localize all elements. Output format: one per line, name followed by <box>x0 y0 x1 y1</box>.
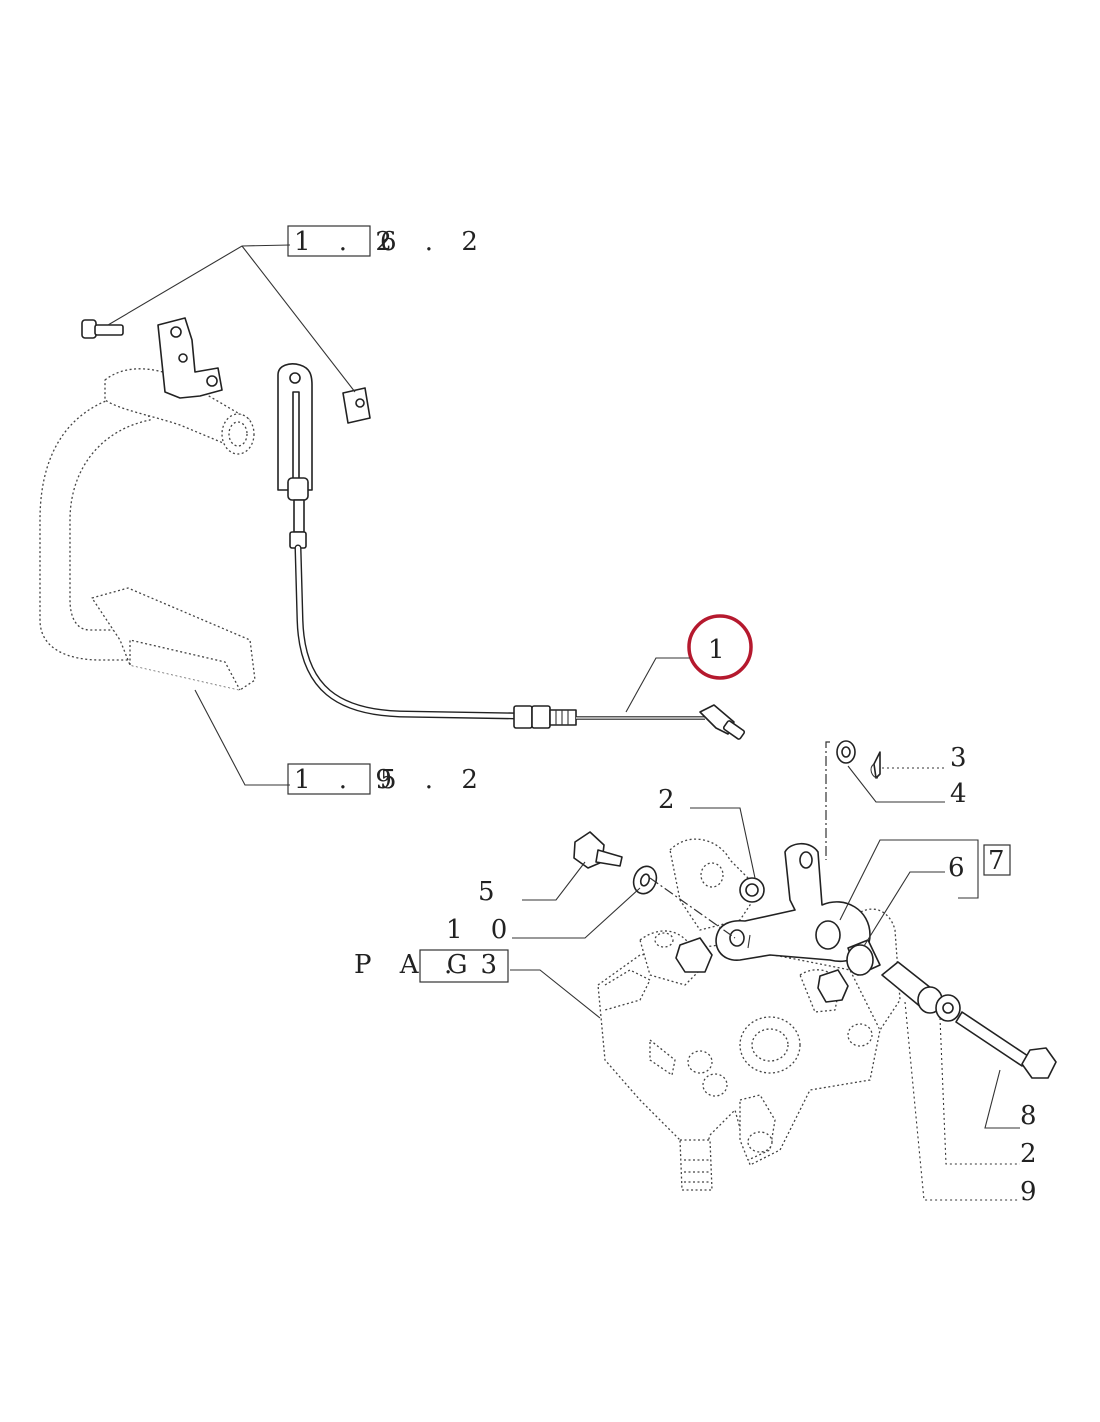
washer-lower <box>935 994 961 1022</box>
ref-bottom-boxed: 1 . 9 <box>294 765 402 795</box>
washer-10 <box>632 865 658 895</box>
lever-part <box>715 842 871 962</box>
callout-9: 9 <box>1020 1177 1047 1207</box>
ref-label-top: 1 . 2 6 . 2 <box>287 225 488 257</box>
ref-bottom-rest: 5 . 2 <box>380 765 488 795</box>
pedal-assembly-ghost <box>39 317 371 691</box>
callout-6: 6 <box>948 853 975 883</box>
highlight-ring <box>687 614 753 680</box>
screw-5 <box>573 831 623 869</box>
ref-label-page: P A G . 3 <box>354 949 509 983</box>
callout-7: 7 <box>988 846 1015 876</box>
callout-2-lower: 2 <box>1020 1139 1047 1169</box>
bushing-upper <box>739 877 765 903</box>
ref-label-bottom: 1 . 9 5 . 2 <box>287 763 488 795</box>
ref-top-boxed: 1 . 2 <box>294 227 402 257</box>
callout-2-upper: 2 <box>658 785 685 815</box>
bolt-8 <box>955 1011 1057 1079</box>
ref-top-rest: 6 . 2 <box>380 227 488 257</box>
control-cable-part <box>277 363 746 740</box>
callout-1-highlighted[interactable]: 1 <box>687 614 753 680</box>
ref-page-prefix: P A G <box>354 950 478 980</box>
bolt-small <box>81 319 124 339</box>
plug-part <box>675 937 849 1003</box>
callout-8: 8 <box>1020 1101 1047 1131</box>
callout-3: 3 <box>950 743 977 773</box>
callout-4: 4 <box>950 779 977 809</box>
split-pin-3 <box>870 751 881 779</box>
callout-5: 5 <box>478 877 505 907</box>
callout-1-text: 1 <box>708 635 735 665</box>
ref-page-boxed: . 3 <box>444 950 507 980</box>
washer-4 <box>836 740 856 764</box>
bushing-6 <box>846 939 881 976</box>
callout-10: 1 0 <box>446 915 517 945</box>
